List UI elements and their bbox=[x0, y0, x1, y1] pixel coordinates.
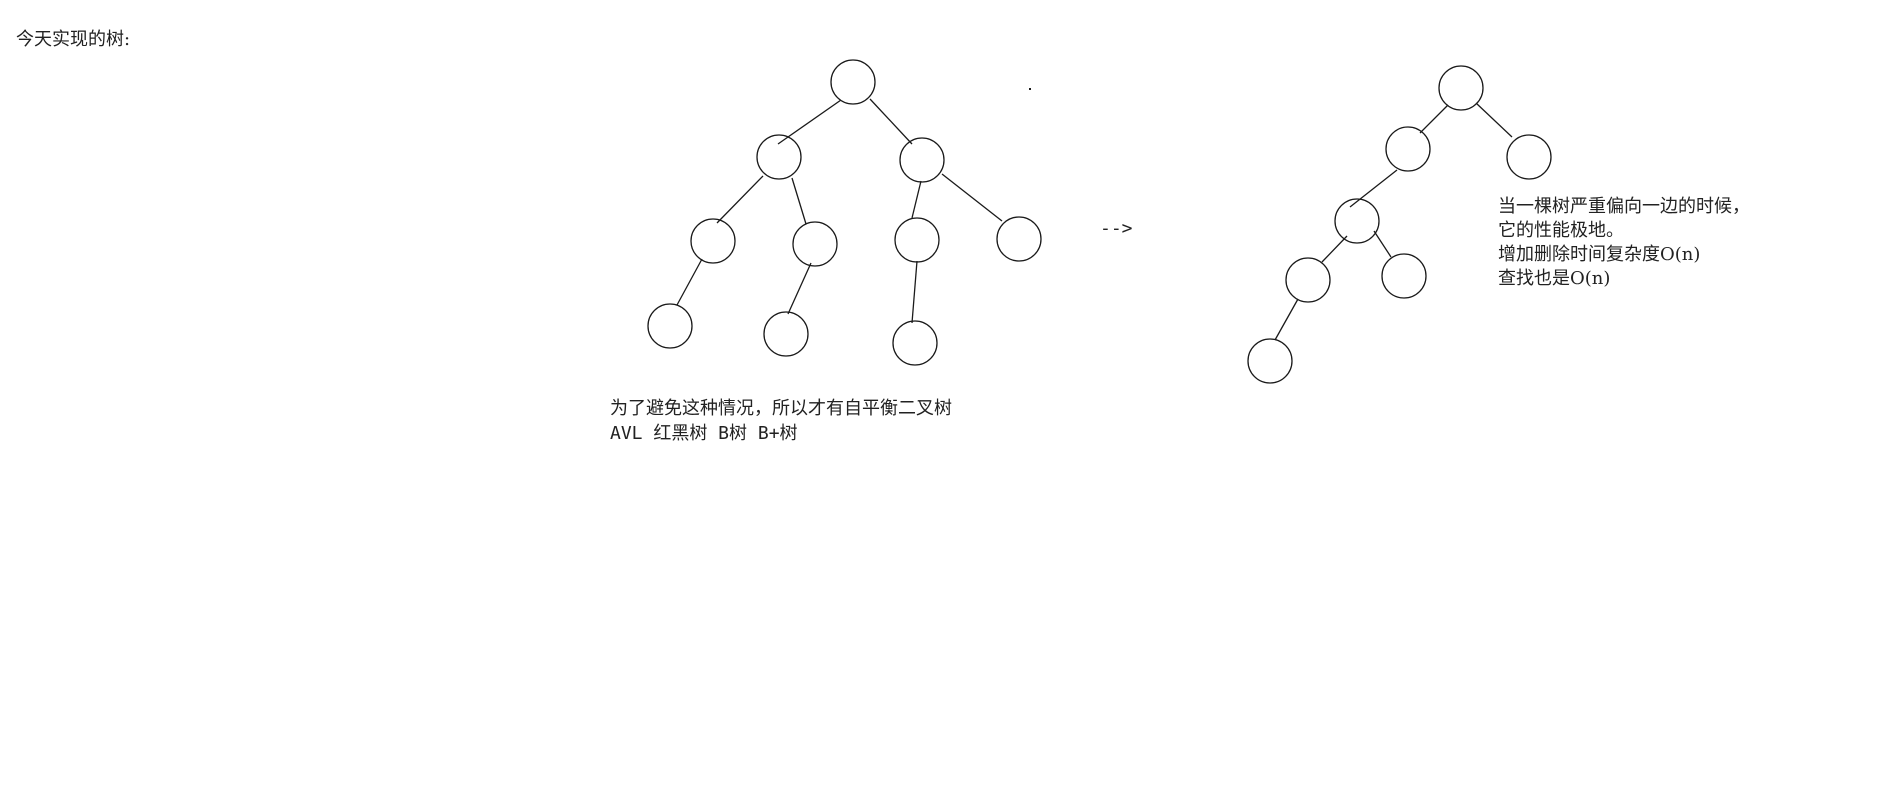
tree-node bbox=[647, 303, 693, 349]
page-heading: 今天实现的树: bbox=[16, 29, 131, 50]
edge bbox=[716, 175, 764, 224]
balanced-caption-line2: AVL 红黑树 B树 B+树 bbox=[610, 423, 798, 444]
tree-node bbox=[1506, 134, 1552, 180]
tree-node bbox=[1285, 257, 1331, 303]
balanced-caption-line1: 为了避免这种情况，所以才有自平衡二叉树 bbox=[610, 398, 952, 419]
tree-node bbox=[1334, 198, 1380, 244]
edge bbox=[1475, 102, 1513, 138]
edge bbox=[911, 260, 918, 324]
tree-node bbox=[1385, 126, 1431, 172]
balanced-tree bbox=[647, 59, 1042, 366]
skewed-tree bbox=[1247, 65, 1552, 384]
edge bbox=[869, 98, 913, 145]
tree-node bbox=[996, 216, 1042, 262]
tree-node bbox=[899, 137, 945, 183]
tree-node bbox=[792, 221, 838, 267]
stray-dot bbox=[1029, 88, 1031, 90]
edge bbox=[1419, 104, 1449, 134]
edge bbox=[676, 258, 703, 306]
skewed-note-line2: 它的性能极地。 bbox=[1498, 220, 1624, 241]
edge bbox=[1349, 169, 1398, 208]
edge bbox=[777, 99, 842, 145]
edge bbox=[941, 173, 1003, 222]
tree-node bbox=[1438, 65, 1484, 111]
tree-node bbox=[830, 59, 876, 105]
skewed-note-line4: 查找也是O(n) bbox=[1498, 268, 1611, 289]
tree-node bbox=[894, 217, 940, 263]
edge bbox=[1321, 235, 1348, 263]
arrow-text: --> bbox=[1100, 218, 1133, 239]
skewed-note-line1: 当一棵树严重偏向一边的时候， bbox=[1498, 196, 1750, 217]
edge bbox=[1373, 230, 1392, 258]
edge bbox=[911, 180, 922, 219]
tree-node bbox=[892, 320, 938, 366]
tree-node bbox=[690, 218, 736, 264]
tree-node bbox=[756, 134, 802, 180]
edge bbox=[1274, 298, 1299, 341]
tree-node bbox=[763, 311, 809, 357]
edge bbox=[791, 177, 807, 225]
skewed-note-line3: 增加删除时间复杂度O(n) bbox=[1498, 244, 1701, 265]
tree-node bbox=[1247, 338, 1293, 384]
edge bbox=[787, 262, 812, 315]
tree-node bbox=[1381, 253, 1427, 299]
